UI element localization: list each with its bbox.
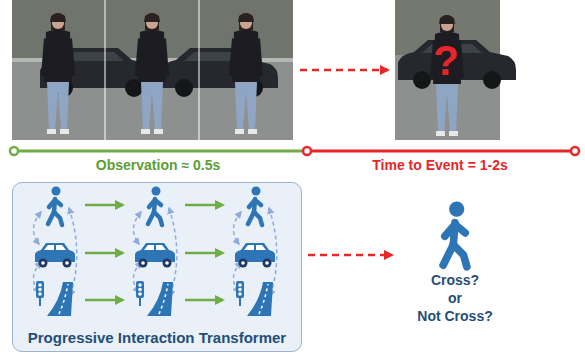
- output-pedestrian: [443, 201, 467, 266]
- box-fill: [12, 182, 302, 352]
- future-frame: [395, 0, 516, 140]
- output-label: Cross?: [431, 273, 479, 287]
- prediction-arrow: [300, 69, 388, 72]
- output-label: Not Cross?: [417, 309, 492, 323]
- observation-frames: [12, 0, 293, 140]
- observation-label: Observation ≈ 0.5s: [96, 158, 220, 172]
- question-mark: ?: [433, 40, 459, 82]
- box-title: Progressive Interaction Transformer: [28, 329, 286, 346]
- transformer-box: Progressive Interaction Transformer: [12, 182, 302, 352]
- interaction-graph: [33, 187, 276, 317]
- output-arrow: [308, 254, 392, 257]
- time-to-event-label: Time to Event = 1-2s: [372, 158, 508, 172]
- timeline: [10, 147, 579, 155]
- output-label: or: [448, 291, 462, 305]
